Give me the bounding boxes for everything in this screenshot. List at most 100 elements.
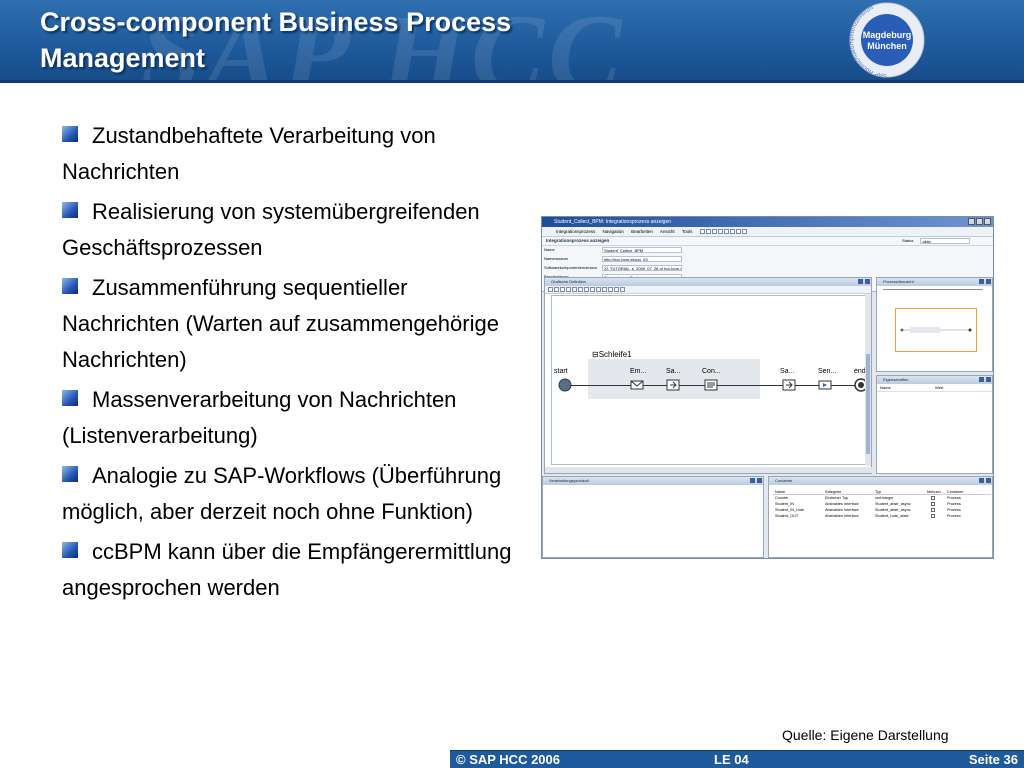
maximize-icon[interactable] (976, 218, 983, 225)
multiline-checkbox[interactable] (931, 502, 935, 506)
table-row[interactable]: Student_IN Abstraktes Interface Student_… (773, 501, 991, 507)
table-row[interactable]: Counter Einfacher Typ xsd:integer Prozes… (773, 495, 991, 501)
menu-tools[interactable]: Tools (681, 229, 693, 234)
pane-maximize-icon[interactable] (750, 478, 755, 483)
column-value[interactable]: Wert (935, 385, 944, 390)
col-category[interactable]: Kategorie (825, 490, 842, 494)
menu-integrationsprozess[interactable]: Integrationsprozess (556, 229, 596, 234)
send-step-icon[interactable] (818, 378, 832, 392)
multiline-checkbox[interactable] (931, 496, 935, 500)
multiline-checkbox[interactable] (931, 514, 935, 518)
graph-vertical-scrollbar[interactable] (865, 294, 871, 466)
toolbar-save-icon[interactable] (705, 229, 711, 235)
window-title: Student_Collect_BPM: Integrationsprozess… (554, 219, 672, 225)
node-label-send: Sen... (818, 368, 837, 375)
pane-maximize-icon[interactable] (979, 478, 984, 483)
bullet-item: Zusammenführung sequentieller Nachrichte… (62, 270, 524, 378)
toolbar-copy-icon[interactable] (717, 229, 723, 235)
cell-category: Einfacher Typ (825, 496, 849, 500)
pane-close-icon[interactable] (986, 279, 991, 284)
overview-thumbnail[interactable] (895, 308, 977, 352)
cell-type: xsd:integer (875, 496, 894, 500)
step-receive-icon[interactable] (566, 287, 571, 293)
cell-container: Prozess (947, 502, 961, 506)
seal-text-city-2: München (867, 41, 907, 51)
status-field: Status aktiv (902, 237, 971, 245)
slide-header: SAP HCC Cross-component Business Process… (0, 0, 1024, 80)
menu-bearbeiten[interactable]: Bearbeiten (631, 229, 653, 234)
pane-header: Verarbeitungsprotokoll (543, 477, 763, 485)
menu-navigation[interactable]: Navigation (602, 229, 624, 234)
bullet-item: Zustandbehaftete Verarbeitung von Nachri… (62, 118, 524, 190)
university-seal-icon: SAP Hochschulkompetenzzentrum Magdeburg … (849, 2, 925, 78)
toolbar-info-icon[interactable] (741, 229, 747, 235)
step-switch-icon[interactable] (584, 287, 589, 293)
table-row[interactable]: Student_IN_Liste Abstraktes Interface St… (773, 507, 991, 513)
pane-maximize-icon[interactable] (858, 279, 863, 284)
cell-name: Counter (775, 496, 789, 500)
loop-block[interactable] (588, 359, 760, 399)
pane-close-icon[interactable] (986, 478, 991, 483)
step-container-icon[interactable] (620, 287, 625, 293)
graphical-definition-pane: Grafische Definition ⊟Schleife1 start Em… (544, 277, 873, 474)
field-label: Softwarekomponentenversion (544, 265, 597, 270)
zoom-in-icon[interactable] (548, 287, 553, 293)
col-multiline[interactable]: Mehrzei... (927, 490, 944, 494)
bullet-text: Analogie zu SAP-Workflows (Überführung m… (62, 463, 502, 524)
toolbar-check-icon[interactable] (711, 229, 717, 235)
pane-close-icon[interactable] (986, 377, 991, 382)
control-step-icon[interactable] (704, 378, 718, 392)
bullet-item: ccBPM kann über die Empfängerermittlung … (62, 534, 524, 606)
receive-step-icon[interactable] (630, 378, 644, 392)
step-send-icon[interactable] (572, 287, 577, 293)
pane-title: Verarbeitungsprotokoll (549, 478, 589, 483)
step-control-icon[interactable] (614, 287, 619, 293)
window-controls (967, 218, 991, 228)
close-icon[interactable] (984, 218, 991, 225)
table-row[interactable]: Student_OUT Abstraktes Interface Student… (773, 513, 991, 519)
step-transform-icon[interactable] (578, 287, 583, 293)
col-name[interactable]: Name (775, 490, 786, 494)
cell-name: Student_IN (775, 502, 794, 506)
pane-maximize-icon[interactable] (979, 279, 984, 284)
step-block-icon[interactable] (602, 287, 607, 293)
toolbar-forward-icon[interactable] (729, 229, 735, 235)
cell-container: Prozess (947, 514, 961, 518)
node-label-container-op-2: Sa... (780, 368, 795, 375)
pane-close-icon[interactable] (757, 478, 762, 483)
zoom-out-icon[interactable] (554, 287, 559, 293)
bullet-square-icon (62, 542, 78, 558)
overview-zoom-slider[interactable] (883, 289, 983, 290)
column-name[interactable]: Name (880, 385, 891, 390)
step-loop-icon[interactable] (596, 287, 601, 293)
graph-toolbar (545, 286, 871, 294)
menu-ansicht[interactable]: Ansicht (659, 229, 675, 234)
field-row-namespace: Namensraum http://hcc.bpm.ekson_03 (542, 255, 993, 263)
bullet-text: Zusammenführung sequentieller Nachrichte… (62, 275, 499, 372)
process-canvas[interactable]: ⊟Schleife1 start Em... Sa... Con... Sa..… (551, 295, 870, 465)
container-operation-icon[interactable] (666, 378, 680, 392)
toolbar-refresh-icon[interactable] (735, 229, 741, 235)
node-label-start: start (554, 368, 568, 375)
loop-label: ⊟Schleife1 (592, 350, 632, 359)
container-operation-icon[interactable] (782, 378, 796, 392)
minimize-icon[interactable] (968, 218, 975, 225)
bullet-square-icon (62, 278, 78, 294)
toolbar-back-icon[interactable] (723, 229, 729, 235)
field-value: Student_Collect_BPM (602, 247, 682, 253)
loop-label-text: Schleife1 (598, 350, 632, 359)
fit-icon[interactable] (560, 287, 565, 293)
col-container[interactable]: Container (947, 490, 964, 494)
step-wait-icon[interactable] (608, 287, 613, 293)
col-type[interactable]: Typ (875, 490, 882, 494)
seal-text-city-1: Magdeburg (863, 30, 912, 40)
bullet-square-icon (62, 202, 78, 218)
pane-maximize-icon[interactable] (979, 377, 984, 382)
start-event-icon[interactable] (558, 378, 572, 392)
bullet-square-icon (62, 126, 78, 142)
toolbar-edit-icon[interactable] (699, 229, 705, 235)
pane-close-icon[interactable] (865, 279, 870, 284)
graph-horizontal-scrollbar[interactable] (545, 467, 873, 473)
multiline-checkbox[interactable] (931, 508, 935, 512)
step-fork-icon[interactable] (590, 287, 595, 293)
